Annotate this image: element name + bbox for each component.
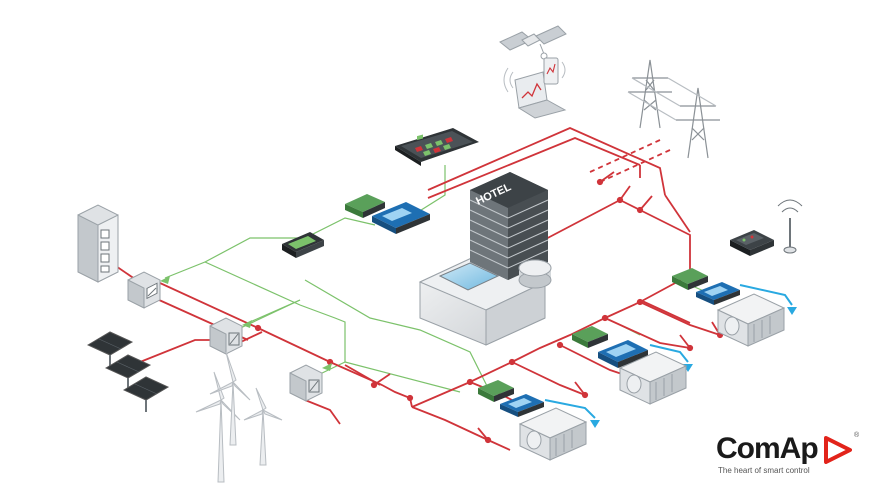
controller-icon [572,326,608,348]
power-lines [109,127,721,451]
brand-name: ComAp [716,432,819,465]
controller-icon [672,268,708,290]
controller-icon [478,380,514,402]
inverter-icon [282,232,324,258]
controller-icon [696,282,740,305]
cooling-lines [544,284,793,419]
solar-panel-icon [86,331,170,412]
touch-display-icon [395,128,479,166]
inverter-icon [127,271,161,309]
generator-icon [716,293,786,347]
wind-turbine-icon [195,351,283,483]
brand-arrow-icon [824,436,852,464]
controller-icon [372,202,430,234]
laptop-icon [503,67,567,119]
hotel-building-icon: HOTEL [418,172,552,346]
control-lines [164,165,721,393]
satellite-icon [499,25,567,60]
electrical-cabinet-icon [77,204,119,283]
brand-tagline: The heart of smart control [718,466,810,475]
inverter-icon [289,364,323,402]
generator-unit-1 [478,380,588,461]
transmission-tower-icon [627,59,720,159]
generator-unit-3 [672,268,786,347]
controller-icon [345,194,385,218]
brand-registered-mark: ® [854,432,860,439]
generator-unit-2 [572,326,688,405]
antenna-icon [777,199,803,254]
control-arrows [160,276,332,371]
smartphone-icon [543,57,566,85]
inverter-icon [209,317,243,355]
generator-icon [518,407,588,461]
controller-icon [598,340,648,368]
controller-icon [730,230,774,256]
generator-icon [618,351,688,405]
dashed-grid-line [589,139,671,183]
brand-logo: ComAp ® The heart of smart control [716,432,876,480]
controller-icon [500,394,544,417]
